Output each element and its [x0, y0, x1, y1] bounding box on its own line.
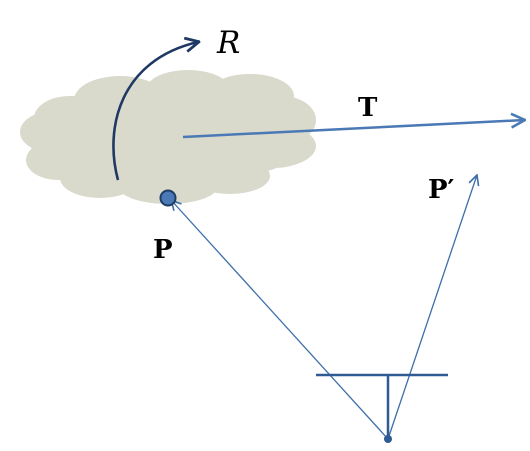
- label-p: P: [153, 235, 173, 265]
- object-cloud: [20, 70, 316, 204]
- point-p-marker: [159, 189, 177, 207]
- camera-symbol: [316, 373, 448, 439]
- camera-center-dot: [384, 435, 392, 443]
- label-r: R: [216, 25, 240, 61]
- label-t: T: [358, 93, 378, 123]
- translation-arrow: [182, 120, 525, 139]
- ray-to-p-prime: [387, 175, 477, 440]
- label-p-prime: P′: [428, 175, 455, 205]
- ray-to-p: [171, 200, 389, 440]
- rotation-arrow: [112, 42, 198, 181]
